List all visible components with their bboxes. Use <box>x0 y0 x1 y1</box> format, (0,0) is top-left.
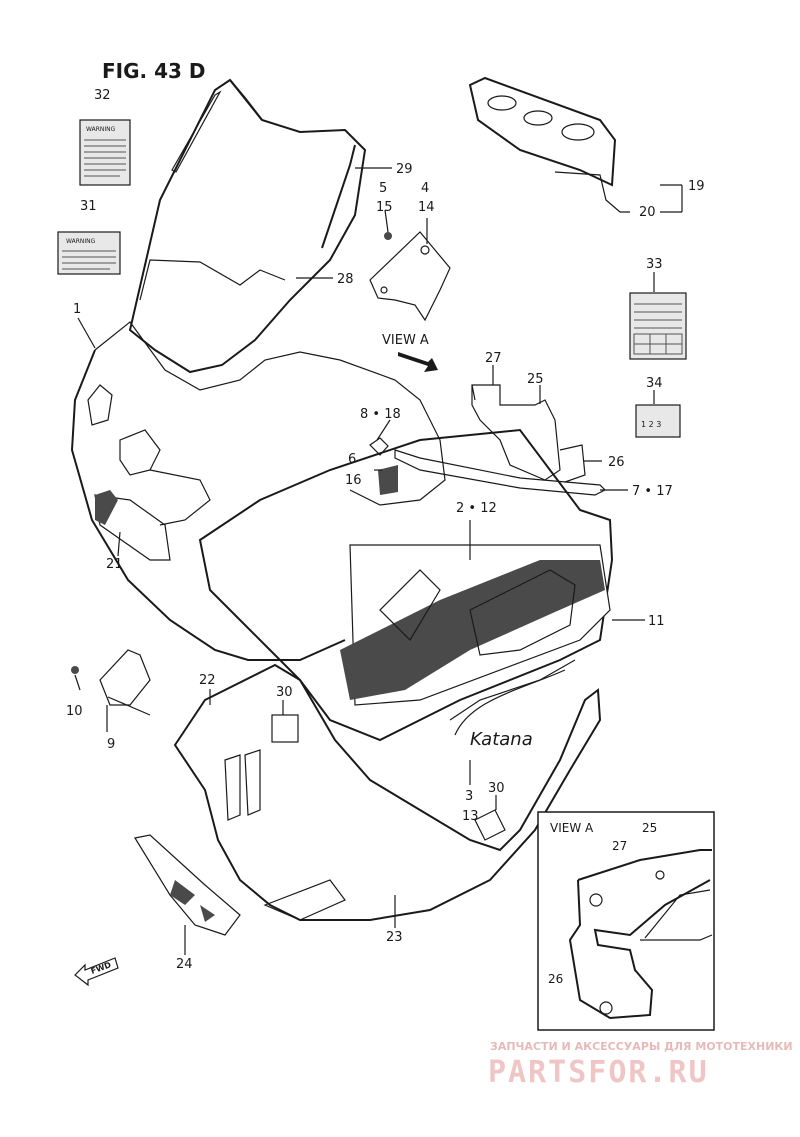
callout-1: 1 <box>73 302 81 317</box>
callout-22: 22 <box>199 673 216 688</box>
callout-26: 26 <box>608 455 625 470</box>
callout-30-a: 30 <box>276 685 293 700</box>
inner-panels <box>471 384 586 483</box>
inset-label-27: 27 <box>612 839 627 853</box>
watermark-line1: ЗАПЧАСТИ И АКСЕССУАРЫ ДЛЯ МОТОТЕХНИКИ <box>490 1040 793 1053</box>
callout-32: 32 <box>94 88 111 103</box>
callout-23: 23 <box>386 930 403 945</box>
view-a-label: VIEW A <box>382 333 429 348</box>
clip-8 <box>369 437 389 456</box>
fairing-stay <box>468 76 630 213</box>
callout-29: 29 <box>396 162 413 177</box>
leader-lines <box>74 167 683 955</box>
inset-label-25: 25 <box>642 821 657 835</box>
inset-label-26: 26 <box>548 972 563 986</box>
callout-27: 27 <box>485 351 502 366</box>
callout-5: 5 <box>379 181 387 196</box>
inner-panel-4 <box>369 231 451 322</box>
watermark-line2: PARTSFOR.RU <box>488 1055 709 1090</box>
figure-title: FIG. 43 D <box>102 59 205 83</box>
trim-strip <box>394 449 607 496</box>
upper-cowl <box>70 321 446 661</box>
callout-21: 21 <box>106 557 123 572</box>
watermark: ЗАПЧАСТИ И АКСЕССУАРЫ ДЛЯ МОТОТЕХНИКИ PA… <box>488 1040 793 1090</box>
label-33 <box>629 292 687 360</box>
callout-labels: 1 2 • 12 3 13 4 14 5 15 6 16 7 • 17 8 • … <box>66 88 705 972</box>
inset-view-a: VIEW A 27 25 26 <box>537 811 715 1031</box>
callout-33: 33 <box>646 257 663 272</box>
warning-decal-31: WARNING <box>57 231 121 275</box>
callout-34: 34 <box>646 376 663 391</box>
callout-20: 20 <box>639 205 656 220</box>
grommet-6 <box>378 465 398 495</box>
side-cowl: Katana <box>198 428 614 750</box>
callout-9: 9 <box>107 737 115 752</box>
view-a-arrow: VIEW A <box>382 333 438 372</box>
callout-16: 16 <box>345 473 362 488</box>
warning-label-31: WARNING <box>66 238 96 245</box>
callout-8-18: 8 • 18 <box>360 407 401 422</box>
bracket-24 <box>134 834 241 936</box>
callout-3: 3 <box>465 789 473 804</box>
screw-5 <box>384 232 392 240</box>
callout-30-b: 30 <box>488 781 505 796</box>
lower-cowl <box>173 663 602 921</box>
duct-21 <box>94 490 171 561</box>
warning-decal-32: WARNING <box>79 119 131 186</box>
callout-31: 31 <box>80 199 97 214</box>
callout-14: 14 <box>418 200 435 215</box>
callout-4: 4 <box>421 181 429 196</box>
callout-15: 15 <box>376 200 393 215</box>
label-34: 1 2 3 <box>635 404 681 438</box>
fwd-arrow-icon: FWD <box>74 957 119 987</box>
callout-25: 25 <box>527 372 544 387</box>
callout-2-12: 2 • 12 <box>456 501 497 516</box>
callout-24: 24 <box>176 957 193 972</box>
cover-9 <box>71 649 151 706</box>
label-34-text: 1 2 3 <box>641 420 661 429</box>
katana-logo: Katana <box>470 729 533 750</box>
callout-13: 13 <box>462 809 479 824</box>
callout-28: 28 <box>337 272 354 287</box>
callout-7-17: 7 • 17 <box>632 484 673 499</box>
callout-19: 19 <box>688 179 705 194</box>
inset-title: VIEW A <box>550 821 594 835</box>
callout-6: 6 <box>348 452 356 467</box>
windscreen <box>128 78 367 374</box>
warning-label-32: WARNING <box>86 126 116 133</box>
callout-11: 11 <box>648 614 665 629</box>
callout-10: 10 <box>66 704 83 719</box>
